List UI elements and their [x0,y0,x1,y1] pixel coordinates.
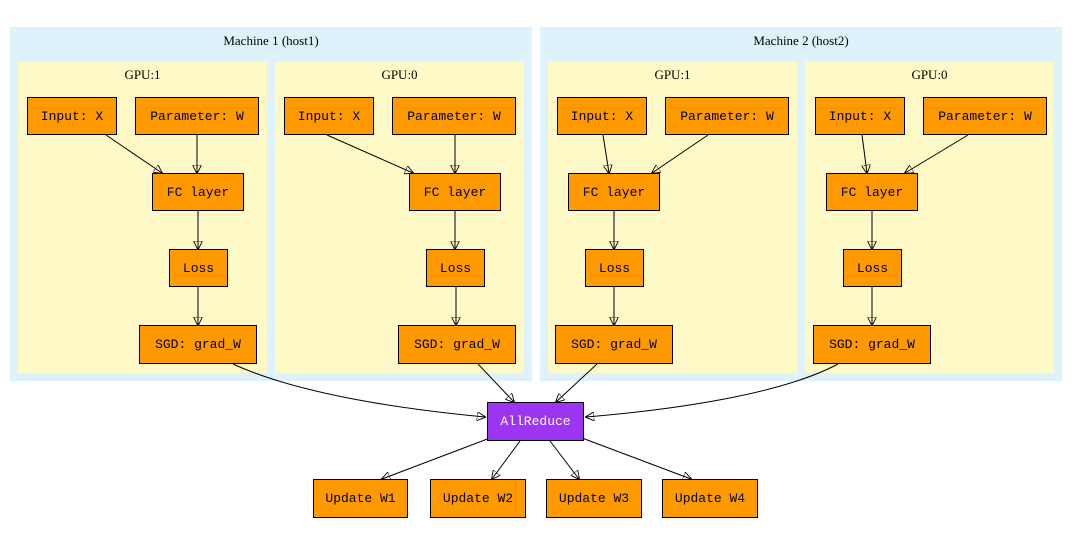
edge-allreduce-update-w2 [492,440,521,479]
m2-gpu0-sgd-node: SGD: grad_W [813,325,931,364]
machine-2-gpu-1-label: GPU:1 [654,67,691,82]
machine-1-gpu-0-label: GPU:0 [381,67,418,82]
machine-2-label: Machine 2 (host2) [753,33,849,48]
machine-1-gpu-1-label: GPU:1 [124,67,161,82]
m2-gpu1-sgd-node: SGD: grad_W [555,325,673,364]
allreduce-node: AllReduce [487,402,584,441]
m2-gpu0-loss-node: Loss [843,249,902,287]
m1-gpu1-parameter-node: Parameter: W [135,97,259,135]
m1-gpu0-sgd-node: SGD: grad_W [398,325,516,364]
m2-gpu1-parameter-node: Parameter: W [665,97,789,135]
m2-gpu1-input-node: Input: X [557,97,647,135]
update-w1-node: Update W1 [313,479,408,518]
update-w2-node: Update W2 [430,479,526,518]
m1-gpu1-loss-node: Loss [169,249,228,287]
update-w3-node: Update W3 [546,479,642,518]
m2-gpu0-fc-layer-node: FC layer [826,173,918,211]
edge-allreduce-update-w1 [382,437,491,479]
m2-gpu0-parameter-node: Parameter: W [923,97,1047,135]
m1-gpu1-sgd-node: SGD: grad_W [139,325,257,364]
m1-gpu1-fc-layer-node: FC layer [152,173,244,211]
machine-2-gpu-0-label: GPU:0 [911,67,948,82]
m1-gpu0-fc-layer-node: FC layer [409,173,501,211]
m1-gpu1-input-node: Input: X [27,97,117,135]
m2-gpu0-input-node: Input: X [815,97,905,135]
m1-gpu0-parameter-node: Parameter: W [392,97,516,135]
m2-gpu1-loss-node: Loss [585,249,644,287]
m1-gpu0-input-node: Input: X [284,97,374,135]
m1-gpu0-loss-node: Loss [426,249,485,287]
edge-allreduce-update-w3 [549,440,579,479]
m2-gpu1-fc-layer-node: FC layer [568,173,660,211]
edge-allreduce-update-w4 [581,437,691,479]
update-w4-node: Update W4 [662,479,758,518]
machine-1-label: Machine 1 (host1) [223,33,319,48]
